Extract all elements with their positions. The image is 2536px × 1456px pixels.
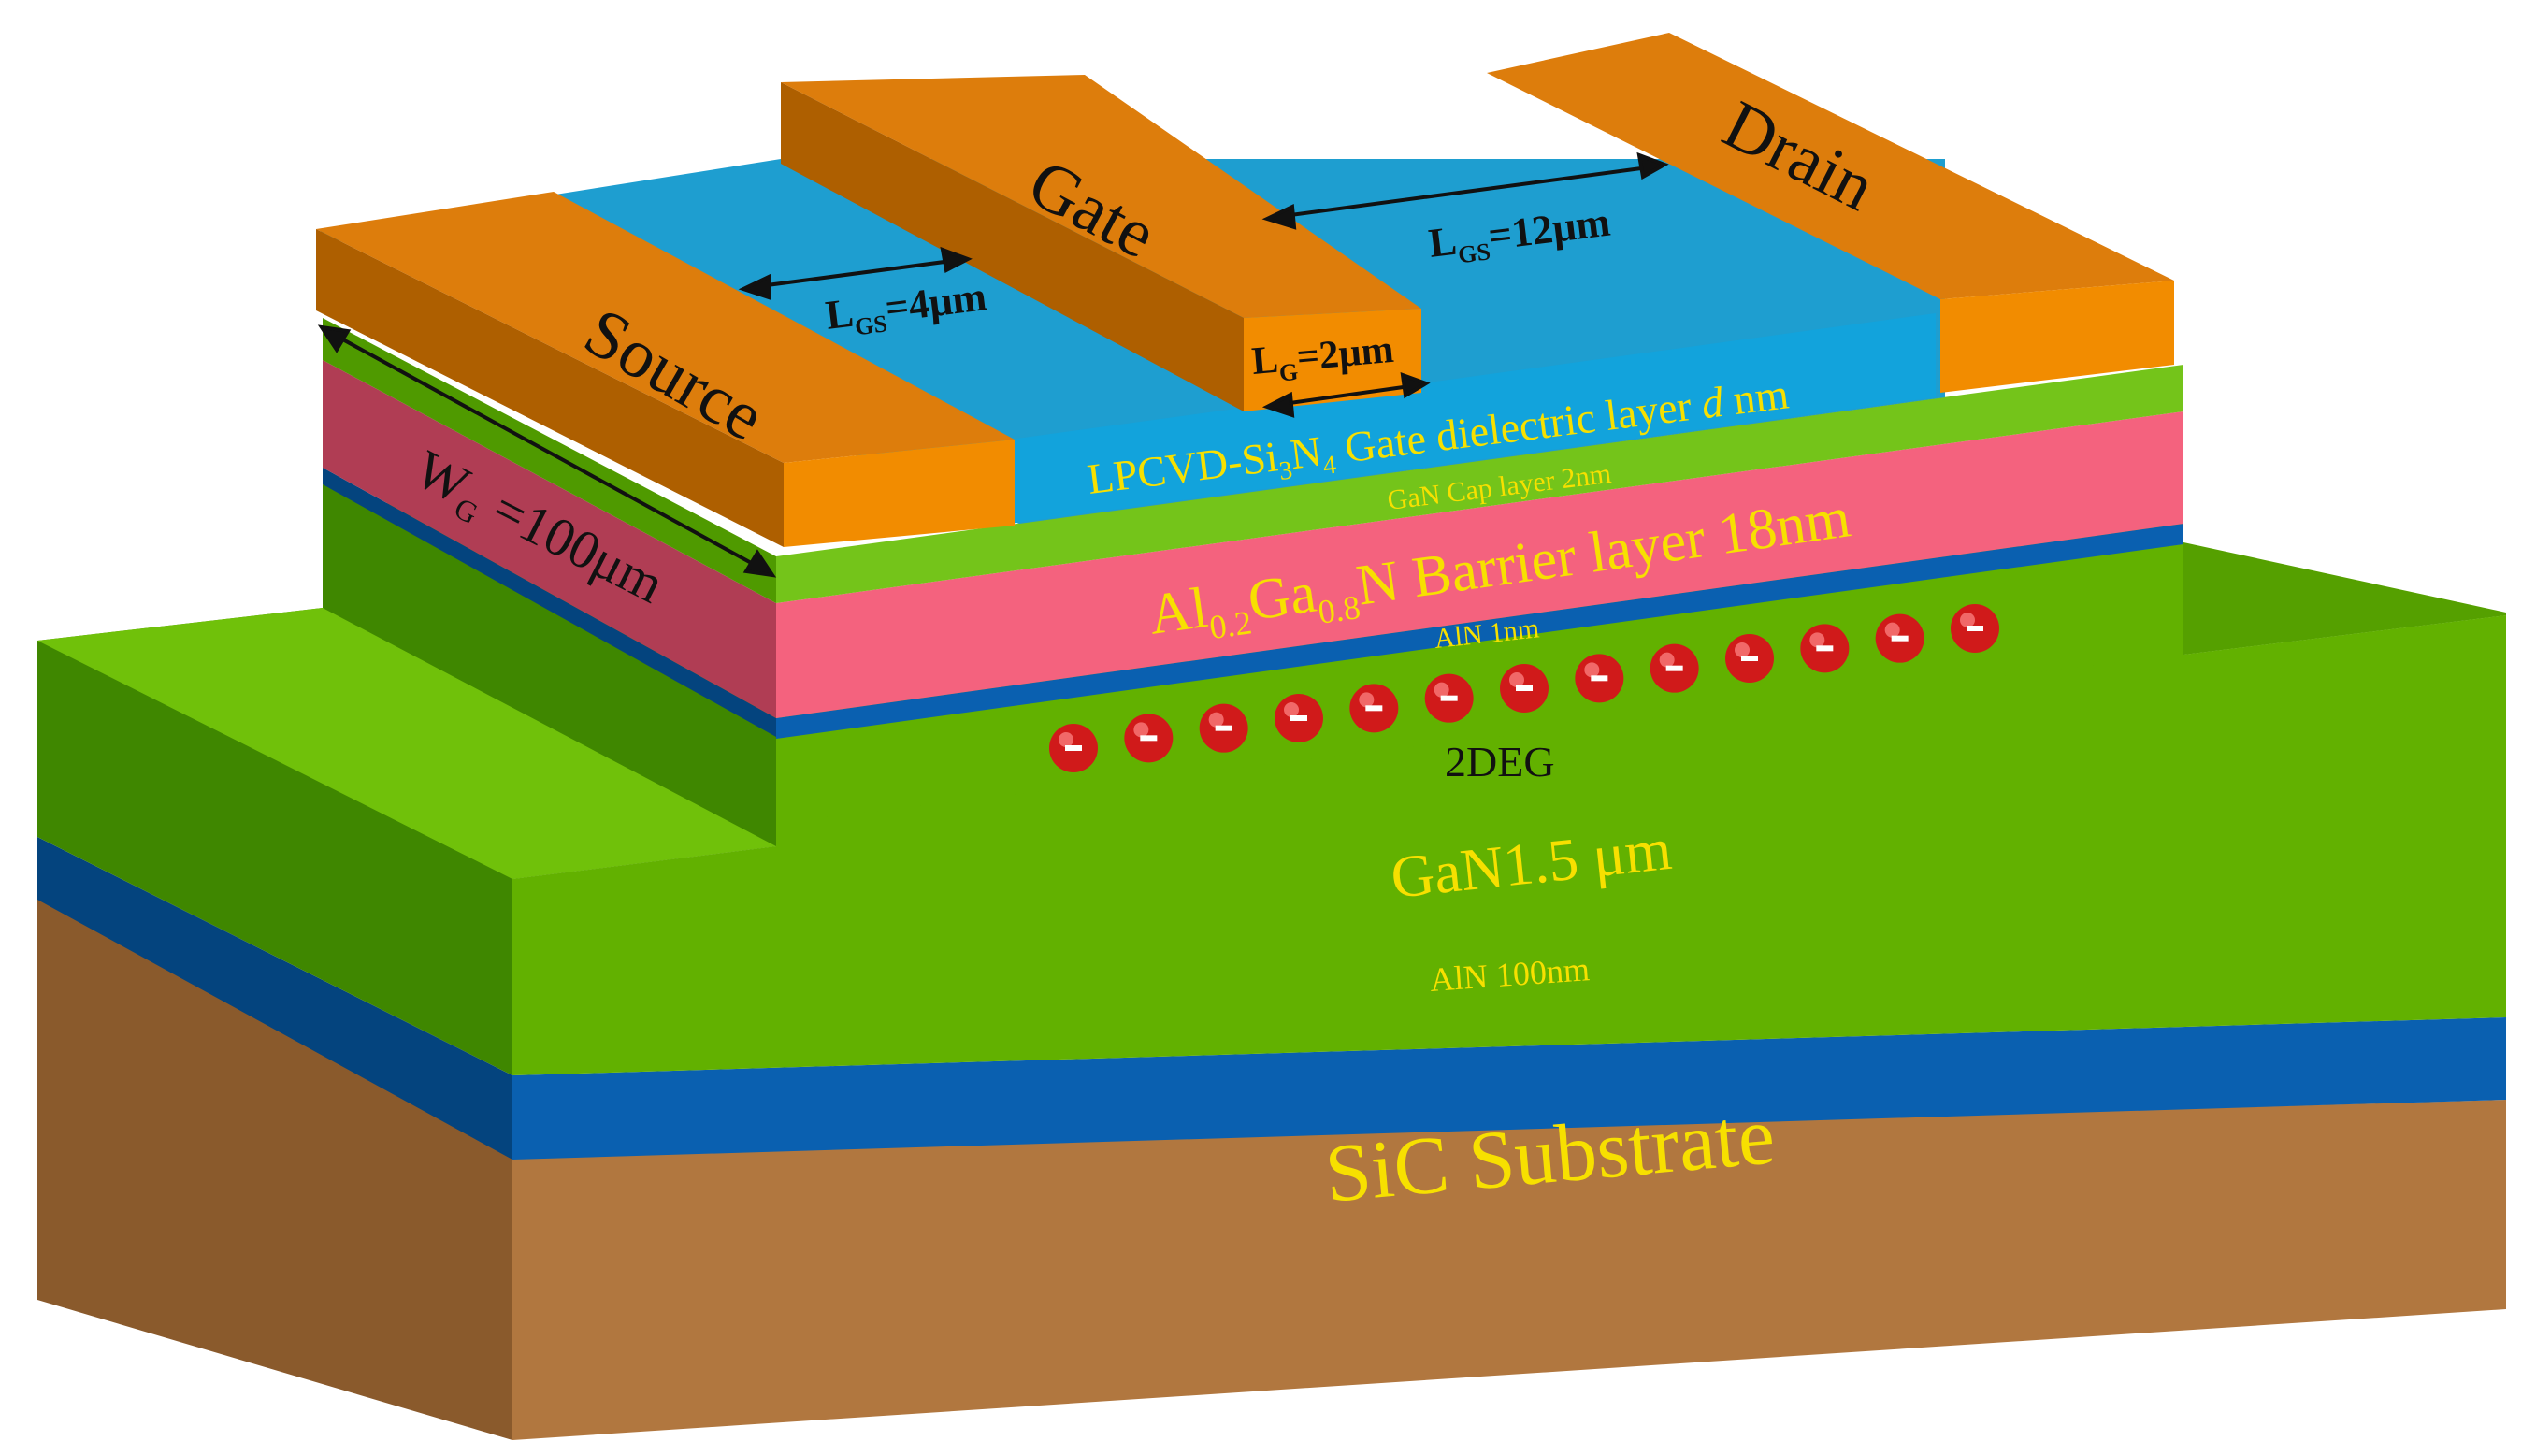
sic-substrate-side [37, 865, 512, 1440]
electron [1650, 643, 1699, 693]
gan-top-left [37, 608, 776, 879]
electron-group [1049, 604, 1999, 772]
electron [1275, 694, 1323, 742]
cap-front [776, 365, 2183, 603]
source-contact-front [784, 440, 1015, 547]
aln-buffer-front [512, 1017, 2506, 1160]
electron [1049, 724, 1098, 772]
wg-arrow [328, 330, 766, 572]
dimension-arrows [317, 151, 1669, 578]
barrier-side [323, 360, 776, 718]
lgd-arrow [1275, 165, 1656, 219]
gan-mesa-front [776, 544, 2183, 823]
electron [1424, 673, 1474, 723]
aln-spacer-side [323, 468, 776, 737]
electron [1199, 703, 1248, 753]
gate-contact-front [1244, 309, 1421, 411]
lg-label: LG=2μm [1250, 328, 1396, 389]
electron [1875, 613, 1924, 663]
electron [1951, 604, 1999, 653]
source-contact-side [316, 229, 784, 547]
twodeg-label: 2DEG [1445, 738, 1555, 786]
aln-buffer-side [37, 837, 512, 1160]
gan-front [512, 544, 2506, 1075]
drain-contact-front [1940, 281, 2174, 393]
gan-step-side [2183, 542, 2506, 655]
electron [1349, 684, 1399, 733]
lgs-arrow [752, 258, 959, 289]
sic-substrate-front [512, 1100, 2506, 1440]
electron [1800, 624, 1850, 673]
source-contact-top [316, 192, 1015, 463]
barrier-front [776, 411, 2183, 718]
gate-contact-side [781, 82, 1244, 411]
electron [1725, 634, 1774, 683]
gate-contact-top [781, 75, 1421, 318]
lg-arrow [1275, 383, 1418, 407]
drain-contact-top [1487, 33, 2174, 299]
aln-spacer-front [776, 524, 2183, 739]
electron [1124, 714, 1174, 763]
electron [1575, 654, 1624, 703]
dielectric-front [1010, 313, 1936, 524]
electron [1500, 664, 1549, 713]
